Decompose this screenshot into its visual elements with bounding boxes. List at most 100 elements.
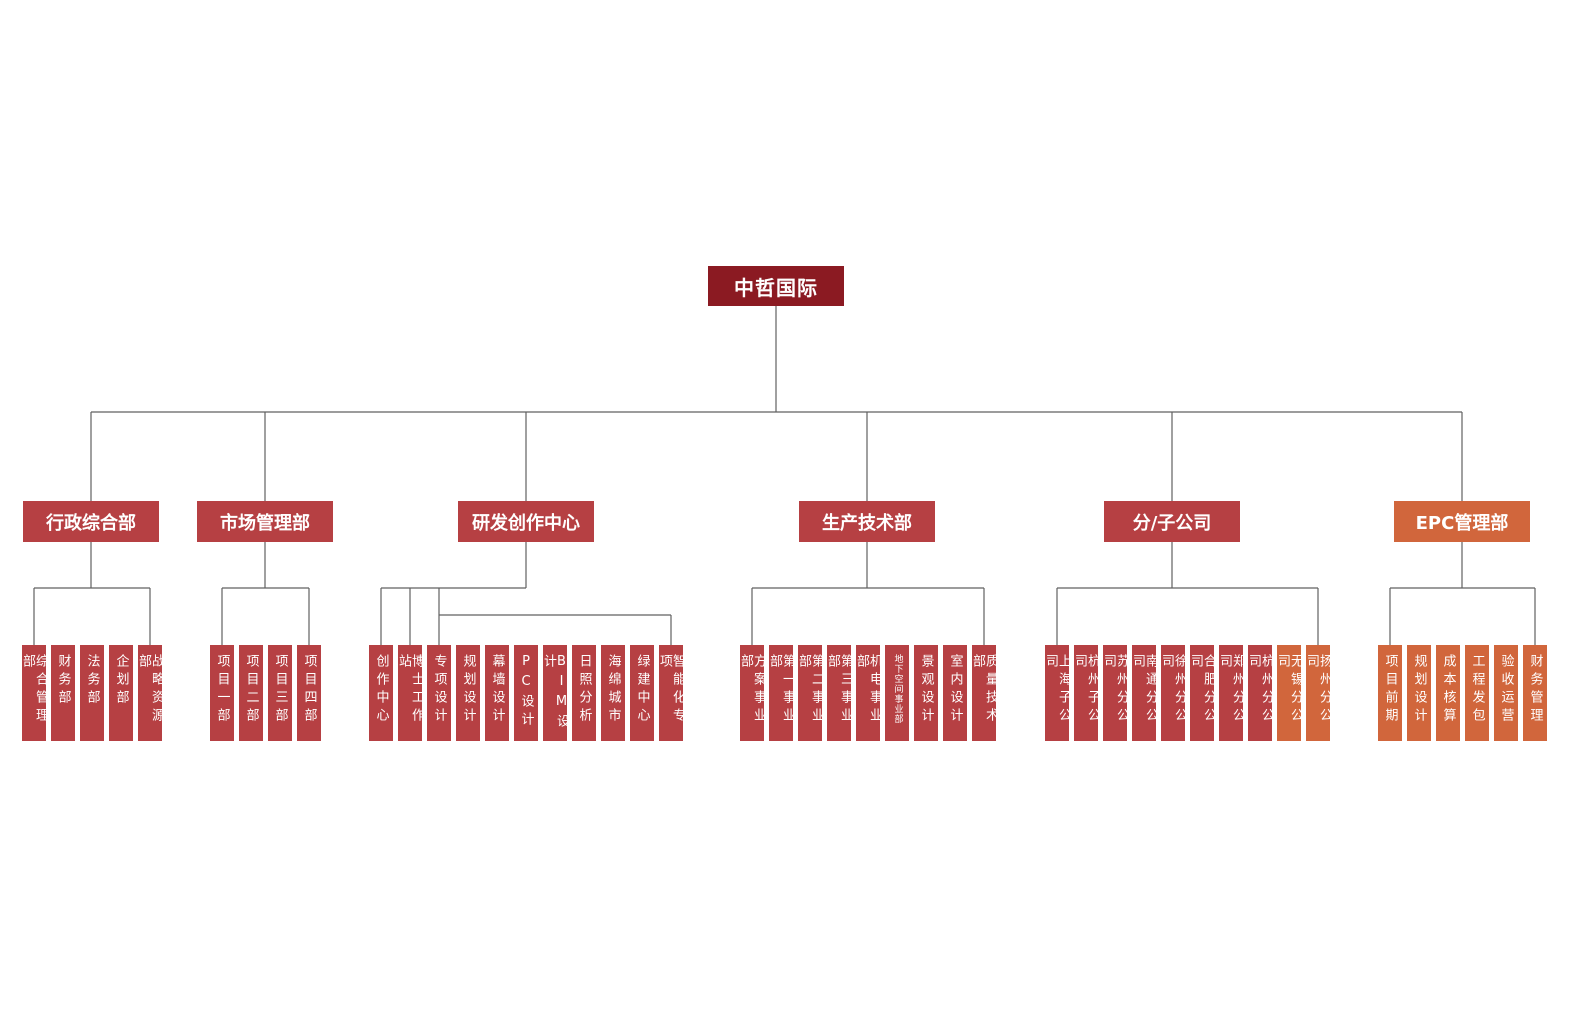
department-label: 市场管理部 xyxy=(220,512,310,534)
sub-unit-label: BIM设计 xyxy=(541,654,569,732)
sub-unit-node: 项目一部 xyxy=(210,645,234,741)
sub-unit-label: 综合管理部 xyxy=(20,654,48,726)
sub-unit-label: 工程发包 xyxy=(1469,654,1485,726)
sub-unit-node: 上海子公司 xyxy=(1043,645,1071,741)
sub-unit-label: 苏州分公司 xyxy=(1101,654,1129,726)
sub-unit-node: 成本核算 xyxy=(1436,645,1460,741)
sub-unit-label: 机电事业部 xyxy=(854,654,882,726)
sub-unit-node: 日照分析 xyxy=(572,645,596,741)
sub-unit-node: 第三事业部 xyxy=(825,645,853,741)
sub-unit-node: 智能化专项 xyxy=(657,645,685,741)
sub-unit-label: 博士工作站 xyxy=(396,654,424,726)
sub-unit-label: 专项设计 xyxy=(431,654,447,726)
sub-unit-label: 扬州分公司 xyxy=(1304,654,1332,726)
sub-unit-node: 南通分公司 xyxy=(1130,645,1158,741)
sub-unit-node: 企划部 xyxy=(109,645,133,741)
sub-unit-node: 第一事业部 xyxy=(767,645,795,741)
sub-unit-node: 质量技术部 xyxy=(970,645,998,741)
sub-unit-node: 验收运营 xyxy=(1494,645,1518,741)
sub-unit-node: 徐州分公司 xyxy=(1159,645,1187,741)
root-node: 中哲国际 xyxy=(708,266,844,306)
department-label: 生产技术部 xyxy=(822,512,912,534)
sub-unit-node: 幕墙设计 xyxy=(485,645,509,741)
sub-unit-label: 绿建中心 xyxy=(634,654,650,726)
sub-unit-node: PC设计 xyxy=(514,645,538,741)
sub-unit-node: 地下空间事业部 xyxy=(885,645,909,741)
sub-unit-label: 项目三部 xyxy=(272,654,288,726)
sub-unit-node: 法务部 xyxy=(80,645,104,741)
sub-unit-label: 地下空间事业部 xyxy=(892,654,903,724)
department-node: 行政综合部 xyxy=(23,501,159,542)
sub-unit-node: 合肥分公司 xyxy=(1188,645,1216,741)
sub-unit-node: 杭州分公司 xyxy=(1246,645,1274,741)
sub-unit-node: 项目三部 xyxy=(268,645,292,741)
sub-unit-label: 日照分析 xyxy=(576,654,592,726)
sub-unit-node: 项目前期 xyxy=(1378,645,1402,741)
sub-unit-node: 无锡分公司 xyxy=(1275,645,1303,741)
sub-unit-label: 室内设计 xyxy=(947,654,963,726)
sub-unit-node: 杭州子公司 xyxy=(1072,645,1100,741)
sub-unit-node: 苏州分公司 xyxy=(1101,645,1129,741)
sub-unit-node: 财务管理 xyxy=(1523,645,1547,741)
sub-unit-label: 质量技术部 xyxy=(970,654,998,726)
sub-unit-label: 郑州分公司 xyxy=(1217,654,1245,726)
sub-unit-node: 绿建中心 xyxy=(630,645,654,741)
department-node: EPC管理部 xyxy=(1394,501,1530,542)
sub-unit-node: 博士工作站 xyxy=(396,645,424,741)
sub-unit-label: 规划设计 xyxy=(460,654,476,726)
sub-unit-label: 第一事业部 xyxy=(767,654,795,726)
sub-unit-label: 成本核算 xyxy=(1440,654,1456,726)
sub-unit-node: 项目二部 xyxy=(239,645,263,741)
sub-unit-label: 杭州分公司 xyxy=(1246,654,1274,726)
sub-unit-label: 创作中心 xyxy=(373,654,389,726)
sub-unit-label: 项目二部 xyxy=(243,654,259,726)
department-node: 研发创作中心 xyxy=(458,501,594,542)
sub-unit-node: 规划设计 xyxy=(1407,645,1431,741)
sub-unit-node: 海绵城市 xyxy=(601,645,625,741)
sub-unit-node: 综合管理部 xyxy=(20,645,48,741)
sub-unit-node: 工程发包 xyxy=(1465,645,1489,741)
sub-unit-label: 徐州分公司 xyxy=(1159,654,1187,726)
root-label: 中哲国际 xyxy=(734,275,818,300)
sub-unit-label: 第二事业部 xyxy=(796,654,824,726)
sub-unit-label: 第三事业部 xyxy=(825,654,853,726)
sub-unit-label: 无锡分公司 xyxy=(1275,654,1303,726)
sub-unit-label: 方案事业部 xyxy=(738,654,766,726)
sub-unit-node: 战略资源部 xyxy=(136,645,164,741)
department-label: 分/子公司 xyxy=(1132,512,1212,534)
sub-unit-node: 创作中心 xyxy=(369,645,393,741)
sub-unit-node: 方案事业部 xyxy=(738,645,766,741)
sub-unit-label: 杭州子公司 xyxy=(1072,654,1100,726)
department-label: EPC管理部 xyxy=(1415,512,1509,534)
sub-unit-node: 规划设计 xyxy=(456,645,480,741)
sub-unit-node: 景观设计 xyxy=(914,645,938,741)
sub-unit-label: 项目一部 xyxy=(214,654,230,726)
department-node: 市场管理部 xyxy=(197,501,333,542)
sub-unit-label: 验收运营 xyxy=(1498,654,1514,726)
sub-unit-label: 合肥分公司 xyxy=(1188,654,1216,726)
sub-unit-node: BIM设计 xyxy=(541,645,569,741)
sub-unit-node: 第二事业部 xyxy=(796,645,824,741)
sub-unit-label: 智能化专项 xyxy=(657,654,685,726)
sub-unit-node: 财务部 xyxy=(51,645,75,741)
department-node: 分/子公司 xyxy=(1104,501,1240,542)
sub-unit-label: 规划设计 xyxy=(1411,654,1427,726)
sub-unit-label: 法务部 xyxy=(84,654,100,708)
sub-unit-label: 企划部 xyxy=(113,654,129,708)
sub-unit-label: 南通分公司 xyxy=(1130,654,1158,726)
sub-unit-label: 财务部 xyxy=(55,654,71,708)
sub-unit-label: 项目四部 xyxy=(301,654,317,726)
sub-unit-label: 项目前期 xyxy=(1382,654,1398,726)
sub-unit-label: 财务管理 xyxy=(1527,654,1543,726)
sub-unit-label: 战略资源部 xyxy=(136,654,164,726)
sub-unit-label: PC设计 xyxy=(518,654,534,730)
sub-unit-node: 专项设计 xyxy=(427,645,451,741)
sub-unit-label: 幕墙设计 xyxy=(489,654,505,726)
department-label: 行政综合部 xyxy=(46,512,136,534)
sub-unit-label: 海绵城市 xyxy=(605,654,621,726)
sub-unit-node: 机电事业部 xyxy=(854,645,882,741)
sub-unit-node: 扬州分公司 xyxy=(1304,645,1332,741)
sub-unit-node: 项目四部 xyxy=(297,645,321,741)
